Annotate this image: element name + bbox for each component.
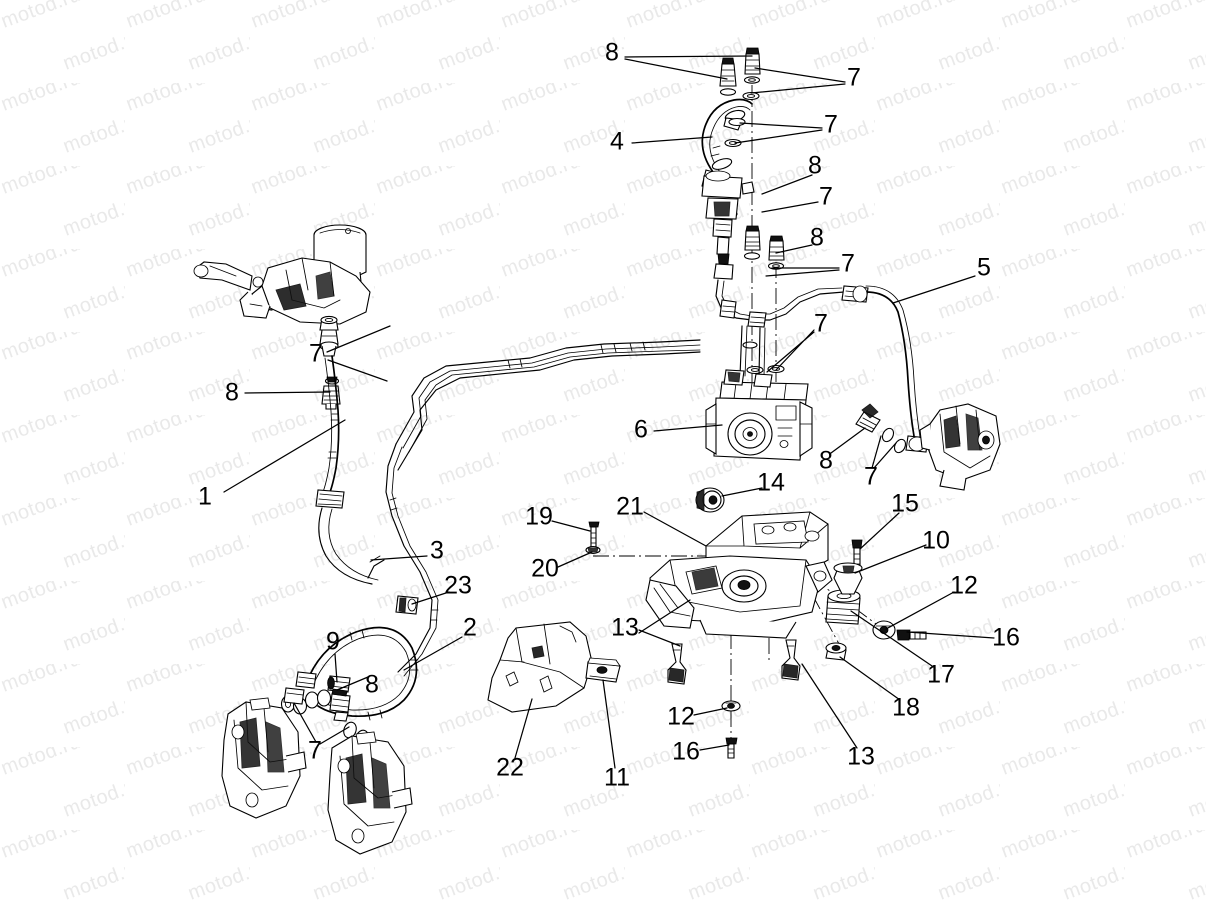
callout-leader-8	[244, 391, 331, 394]
callout-number-7[interactable]: 7	[847, 64, 861, 92]
callout-number-18[interactable]: 18	[892, 694, 920, 722]
callout-number-13[interactable]: 13	[611, 614, 639, 642]
callout-leader-1	[223, 419, 346, 493]
callout-number-7[interactable]: 7	[814, 310, 828, 338]
callout-number-21[interactable]: 21	[616, 493, 644, 521]
callout-leader-12	[885, 591, 955, 630]
callout-leader-5	[892, 275, 976, 304]
callout-leader-16	[699, 744, 730, 751]
callout-leader-18	[839, 656, 901, 701]
callout-number-8[interactable]: 8	[225, 379, 239, 407]
callout-leader-21	[643, 511, 707, 547]
callout-leader-22	[514, 698, 533, 759]
callout-leader-6	[653, 424, 723, 432]
callout-leader-7	[734, 122, 823, 144]
callout-leader-11	[602, 679, 616, 769]
callout-number-8[interactable]: 8	[810, 224, 824, 252]
callout-leader-19	[551, 520, 591, 532]
callout-leader-9	[334, 653, 338, 683]
callout-number-12[interactable]: 12	[667, 703, 695, 731]
callout-leader-4	[631, 136, 713, 144]
callout-number-2[interactable]: 2	[463, 614, 477, 642]
callout-leader-2	[403, 636, 463, 671]
callout-number-17[interactable]: 17	[927, 661, 955, 689]
callout-leader-7	[765, 267, 840, 277]
callout-number-14[interactable]: 14	[757, 469, 785, 497]
callout-number-7[interactable]: 7	[841, 250, 855, 278]
callout-leader-7	[750, 67, 846, 94]
callout-leader-7	[766, 329, 815, 373]
callout-leader-16	[906, 631, 995, 639]
callout-number-16[interactable]: 16	[672, 738, 700, 766]
callout-leader-20	[557, 551, 593, 568]
callout-number-6[interactable]: 6	[634, 416, 648, 444]
callout-number-22[interactable]: 22	[496, 754, 524, 782]
callout-number-7[interactable]: 7	[308, 737, 322, 765]
callout-leader-15	[859, 512, 900, 550]
callout-number-8[interactable]: 8	[819, 447, 833, 475]
callout-number-4[interactable]: 4	[610, 128, 624, 156]
callout-leader-8	[830, 427, 866, 454]
callout-number-5[interactable]: 5	[977, 254, 991, 282]
callout-leader-8	[336, 676, 369, 691]
callout-leader-8	[624, 55, 753, 80]
callout-number-8[interactable]: 8	[605, 39, 619, 67]
callout-leader-17	[850, 610, 936, 669]
callout-leader-13	[638, 599, 691, 647]
callout-number-7[interactable]: 7	[824, 111, 838, 139]
callout-leader-14	[721, 487, 763, 497]
callout-leader-8	[761, 174, 813, 195]
callout-number-15[interactable]: 15	[891, 490, 919, 518]
callout-number-9[interactable]: 9	[326, 628, 340, 656]
callout-leader-10	[854, 544, 927, 574]
callout-number-3[interactable]: 3	[430, 537, 444, 565]
callout-leader-3	[370, 555, 428, 561]
callout-number-7[interactable]: 7	[864, 463, 878, 491]
callout-number-13[interactable]: 13	[847, 743, 875, 771]
callout-number-16[interactable]: 16	[992, 624, 1020, 652]
callout-leader-13	[801, 663, 858, 749]
callout-number-19[interactable]: 19	[525, 503, 553, 531]
callout-number-11[interactable]: 11	[604, 764, 630, 792]
callout-number-12[interactable]: 12	[950, 572, 978, 600]
callout-number-1[interactable]: 1	[198, 483, 212, 511]
callout-leader-12	[693, 707, 728, 716]
callout-number-10[interactable]: 10	[922, 527, 950, 555]
callout-number-8[interactable]: 8	[365, 671, 379, 699]
callout-number-8[interactable]: 8	[808, 152, 822, 180]
callout-leader-7	[761, 201, 819, 213]
callout-number-7[interactable]: 7	[819, 183, 833, 211]
callout-leader-7	[326, 325, 391, 382]
callout-number-23[interactable]: 23	[444, 572, 472, 600]
callout-number-20[interactable]: 20	[531, 555, 559, 583]
callout-number-7[interactable]: 7	[309, 340, 323, 368]
callout-leader-8	[775, 244, 813, 254]
